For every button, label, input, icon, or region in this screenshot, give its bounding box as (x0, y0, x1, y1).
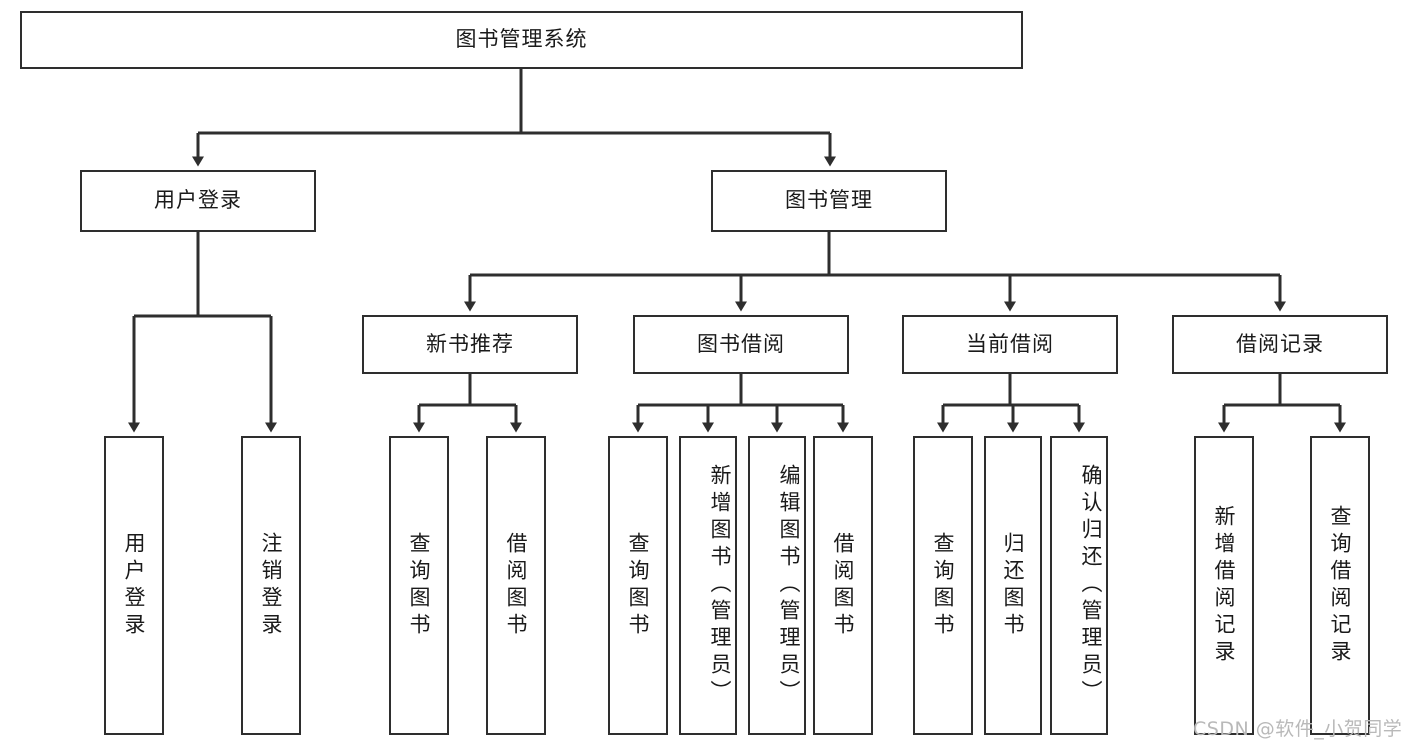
leaf-query-book-1[interactable]: 查询图书 (389, 436, 449, 735)
leaf-query-book-2[interactable]: 查询图书 (608, 436, 668, 735)
node-book-manage[interactable]: 图书管理 (711, 170, 947, 232)
node-book-borrow[interactable]: 图书借阅 (633, 315, 849, 374)
csdn-watermark: CSDN @软件_小贺同学 (1193, 718, 1403, 740)
node-borrow-record[interactable]: 借阅记录 (1172, 315, 1388, 374)
leaf-query-book-3[interactable]: 查询图书 (913, 436, 973, 735)
node-new-book-rec[interactable]: 新书推荐 (362, 315, 578, 374)
leaf-confirm-return[interactable]: 确认归还（管理员） (1050, 436, 1108, 735)
leaf-borrow-book-2[interactable]: 借阅图书 (813, 436, 873, 735)
leaf-user-login[interactable]: 用户登录 (104, 436, 164, 735)
leaf-return-book[interactable]: 归还图书 (984, 436, 1042, 735)
leaf-edit-book[interactable]: 编辑图书（管理员） (748, 436, 806, 735)
node-user-login[interactable]: 用户登录 (80, 170, 316, 232)
leaf-add-book[interactable]: 新增图书（管理员） (679, 436, 737, 735)
leaf-logout[interactable]: 注销登录 (241, 436, 301, 735)
node-root[interactable]: 图书管理系统 (20, 11, 1023, 69)
leaf-borrow-book-1[interactable]: 借阅图书 (486, 436, 546, 735)
leaf-query-record[interactable]: 查询借阅记录 (1310, 436, 1370, 735)
node-current-borrow[interactable]: 当前借阅 (902, 315, 1118, 374)
leaf-add-record[interactable]: 新增借阅记录 (1194, 436, 1254, 735)
